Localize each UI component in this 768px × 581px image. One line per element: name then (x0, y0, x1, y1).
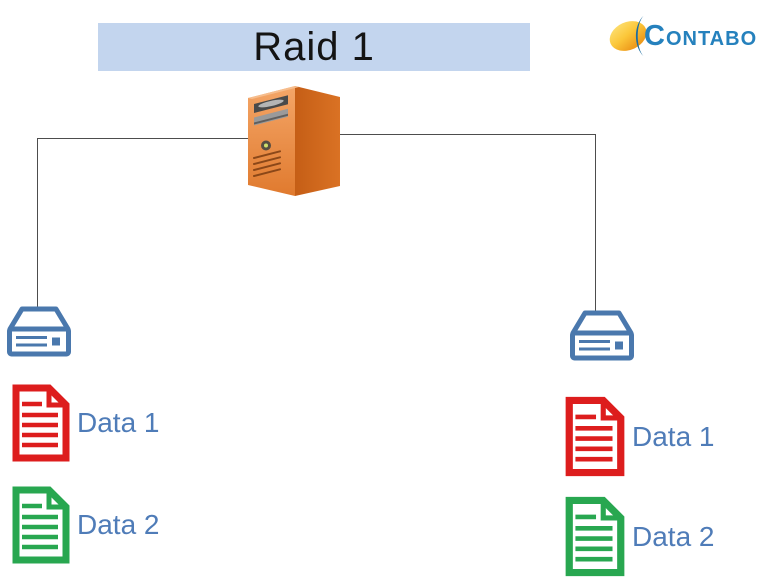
disk-drive-icon-left (7, 306, 71, 357)
title-banner: Raid 1 (98, 23, 530, 71)
contabo-swoosh-icon (609, 15, 647, 57)
file-label: Data 1 (632, 420, 715, 452)
server-tower-icon (248, 86, 340, 196)
document-icon-red (565, 396, 625, 477)
file-left-data-1: Data 1 (8, 384, 160, 462)
contabo-logo: CONTABO (608, 12, 757, 60)
file-right-data-1: Data 1 (561, 394, 715, 479)
document-icon-red (12, 384, 70, 462)
connector-server-to-left-disk (37, 138, 249, 309)
disk-drive-icon-right (570, 310, 634, 361)
file-right-data-2: Data 2 (561, 494, 715, 579)
connector-server-to-right-disk (340, 134, 596, 313)
contabo-logo-text: CONTABO (644, 19, 758, 52)
document-icon-green (12, 486, 70, 564)
file-label: Data 2 (632, 520, 715, 552)
document-icon-green (565, 496, 625, 577)
file-label: Data 1 (77, 407, 160, 438)
page-title: Raid 1 (253, 25, 375, 69)
file-label: Data 2 (77, 509, 160, 540)
file-left-data-2: Data 2 (8, 486, 160, 564)
